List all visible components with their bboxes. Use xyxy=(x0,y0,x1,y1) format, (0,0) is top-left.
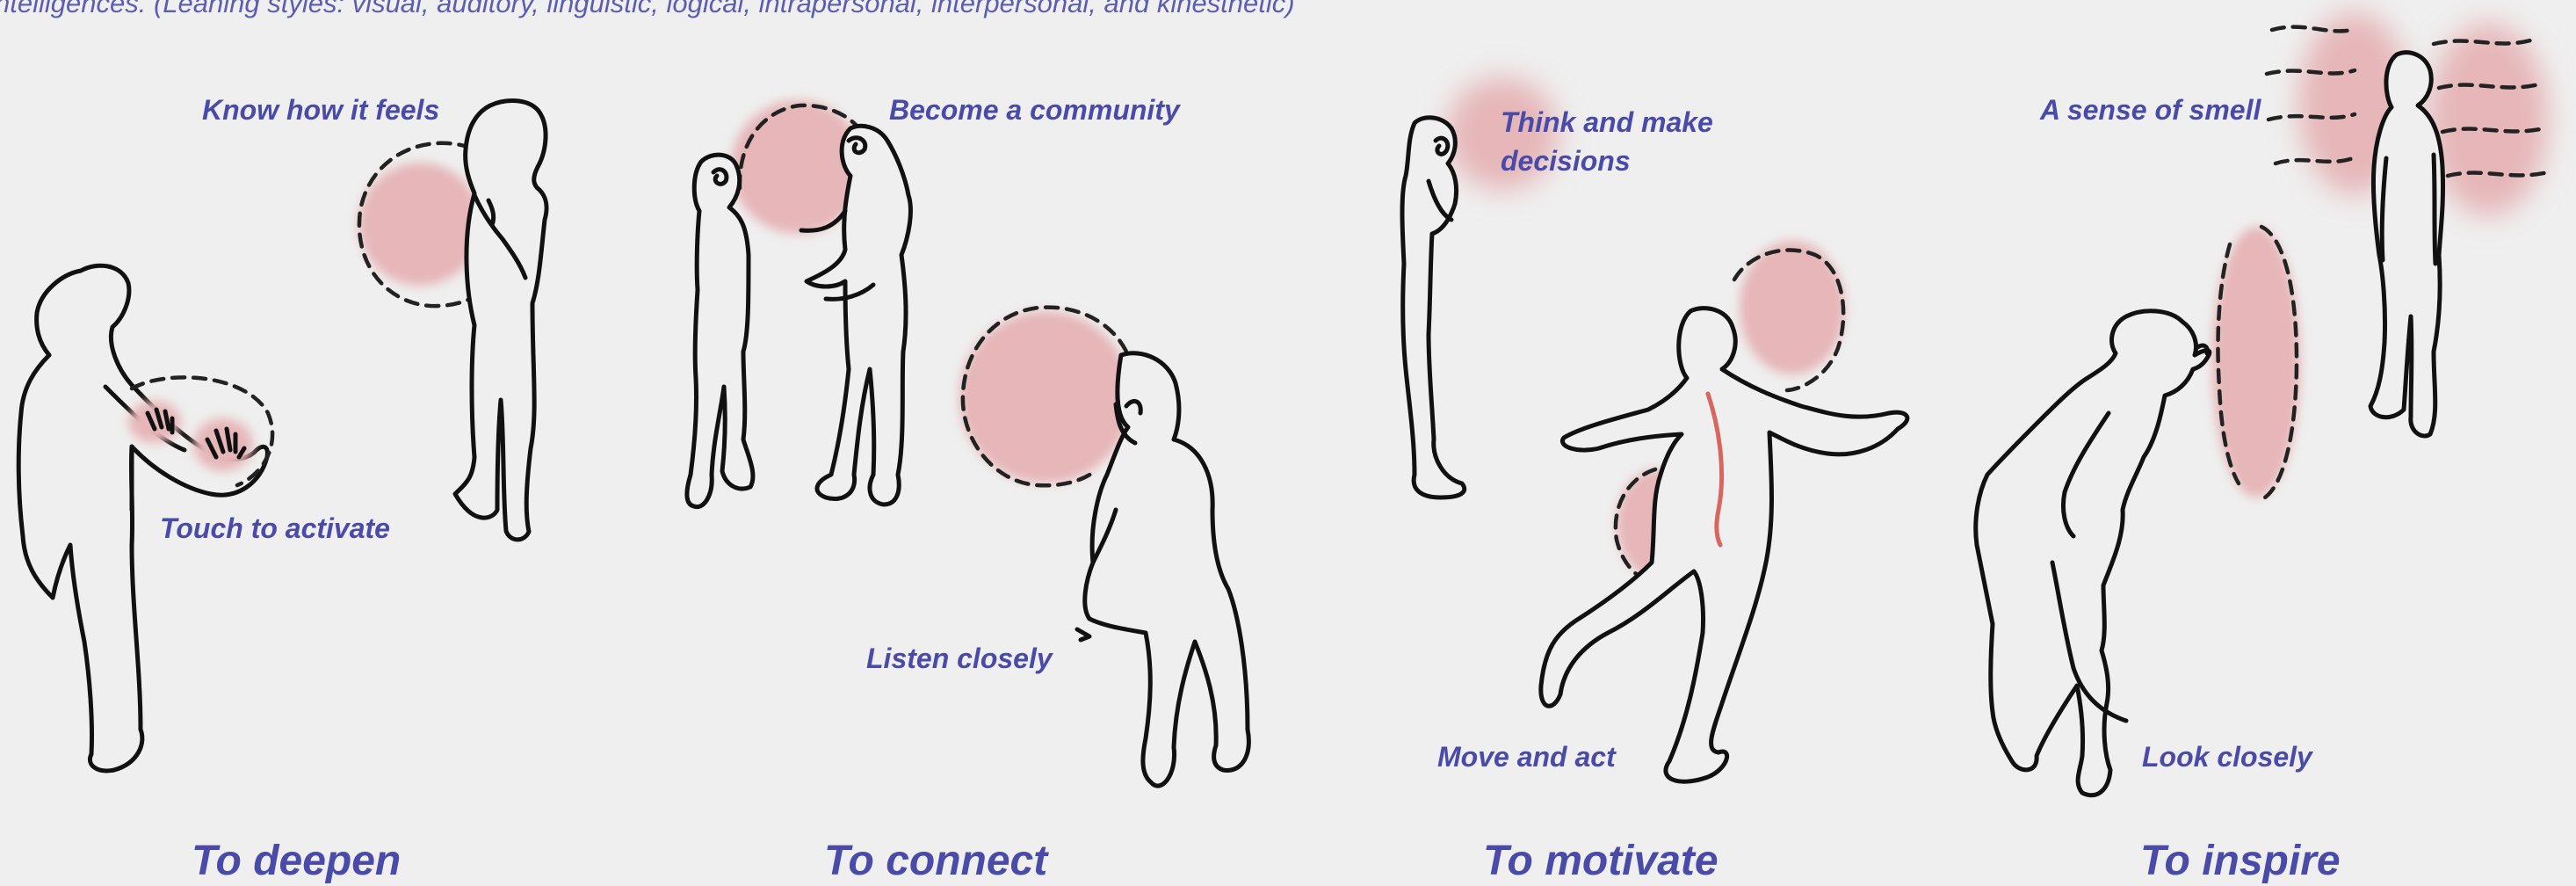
heading-to-motivate: To motivate xyxy=(1483,837,1719,886)
heart-highlight xyxy=(358,163,481,286)
standing-figure-feel xyxy=(455,101,546,540)
panel-connect-art xyxy=(687,100,1248,786)
panel-inspire-art xyxy=(1976,12,2548,795)
thinking-figure xyxy=(1402,118,1465,497)
label-become-a-community: Become a community xyxy=(889,91,1180,129)
heading-to-connect: To connect xyxy=(824,837,1047,886)
seated-foot-squiggle xyxy=(1077,629,1089,640)
panel-motivate-art xyxy=(1402,77,1907,781)
label-listen-closely: Listen closely xyxy=(866,640,1053,678)
label-know-how-it-feels: Know how it feels xyxy=(202,91,439,129)
smell-cloud-right xyxy=(2428,23,2548,216)
moving-figure xyxy=(1541,309,1907,782)
bending-figure xyxy=(1976,311,2210,795)
heading-to-inspire: To inspire xyxy=(2140,837,2341,886)
label-move-and-act: Move and act xyxy=(1437,738,1616,776)
panel-deepen-art xyxy=(18,101,546,771)
child-figure xyxy=(687,155,753,507)
heading-to-deepen: To deepen xyxy=(192,837,401,886)
label-look-closely: Look closely xyxy=(2142,738,2312,776)
touch-highlight-2 xyxy=(193,418,253,471)
label-touch-to-activate: Touch to activate xyxy=(160,510,390,548)
label-decisions: decisions xyxy=(1501,142,1631,180)
label-a-sense-of-smell: A sense of smell xyxy=(2040,91,2261,129)
label-think-and-make: Think and make xyxy=(1501,104,1713,142)
